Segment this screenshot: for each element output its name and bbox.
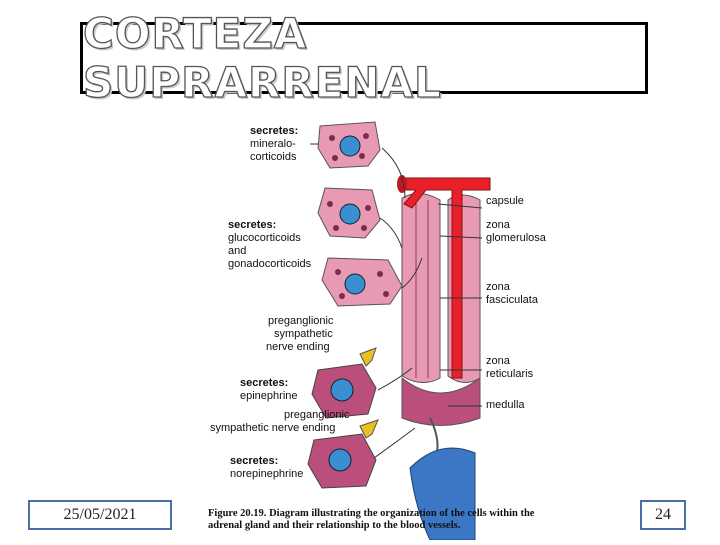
label-secretes-1-line1: mineralo-	[250, 138, 296, 150]
date-box: 25/05/2021	[28, 500, 172, 530]
slide-title: CORTEZA SUPRARRENAL	[83, 9, 645, 107]
label-secretes-1-line2: corticoids	[250, 151, 297, 163]
label-zona-fasciculata-1: zona	[486, 281, 511, 293]
label-secretes-3-line1: epinephrine	[240, 390, 298, 402]
cell-medulla-epinephrine	[312, 348, 376, 418]
page-number: 24	[655, 506, 671, 524]
label-pregang-2-line2: sympathetic nerve ending	[210, 422, 335, 434]
label-zona-reticularis-1: zona	[486, 355, 511, 367]
label-pregang-1-line3: nerve ending	[266, 341, 330, 353]
label-medulla: medulla	[486, 399, 525, 411]
label-secretes-4-title: secretes:	[230, 455, 278, 467]
label-secretes-2-line2: and	[228, 245, 246, 257]
label-capsule: capsule	[486, 195, 524, 207]
caption-label: Figure 20.19.	[208, 508, 266, 519]
label-pregang-2-line1: preganglionic	[284, 409, 350, 421]
slide-title-box: CORTEZA SUPRARRENAL	[80, 22, 648, 94]
label-zona-fasciculata-2: fasciculata	[486, 294, 539, 306]
cell-zona-fasciculata-1	[318, 188, 380, 238]
label-secretes-2-line3: gonadocorticoids	[228, 258, 312, 270]
label-pregang-1-line1: preganglionic	[268, 315, 334, 327]
label-pregang-1-line2: sympathetic	[274, 328, 333, 340]
label-secretes-4-line1: norepinephrine	[230, 468, 303, 480]
label-secretes-3-title: secretes:	[240, 377, 288, 389]
label-secretes-1-title: secretes:	[250, 125, 298, 137]
slide-date: 25/05/2021	[64, 506, 137, 524]
label-secretes-2-line1: glucocorticoids	[228, 232, 301, 244]
cell-zona-fasciculata-2	[322, 258, 402, 306]
label-secretes-2-title: secretes:	[228, 219, 276, 231]
adrenal-diagram-svg: secretes: mineralo- corticoids secretes:…	[190, 108, 555, 540]
cell-zona-glomerulosa	[318, 122, 380, 168]
figure-caption: Figure 20.19. Diagram illustrating the o…	[208, 508, 558, 532]
adrenal-diagram: secretes: mineralo- corticoids secretes:…	[190, 108, 555, 540]
page-number-box: 24	[640, 500, 686, 530]
nerve-ending-1	[360, 348, 376, 366]
label-zona-reticularis-2: reticularis	[486, 368, 534, 380]
label-zona-glomerulosa-1: zona	[486, 219, 511, 231]
label-zona-glomerulosa-2: glomerulosa	[486, 232, 547, 244]
